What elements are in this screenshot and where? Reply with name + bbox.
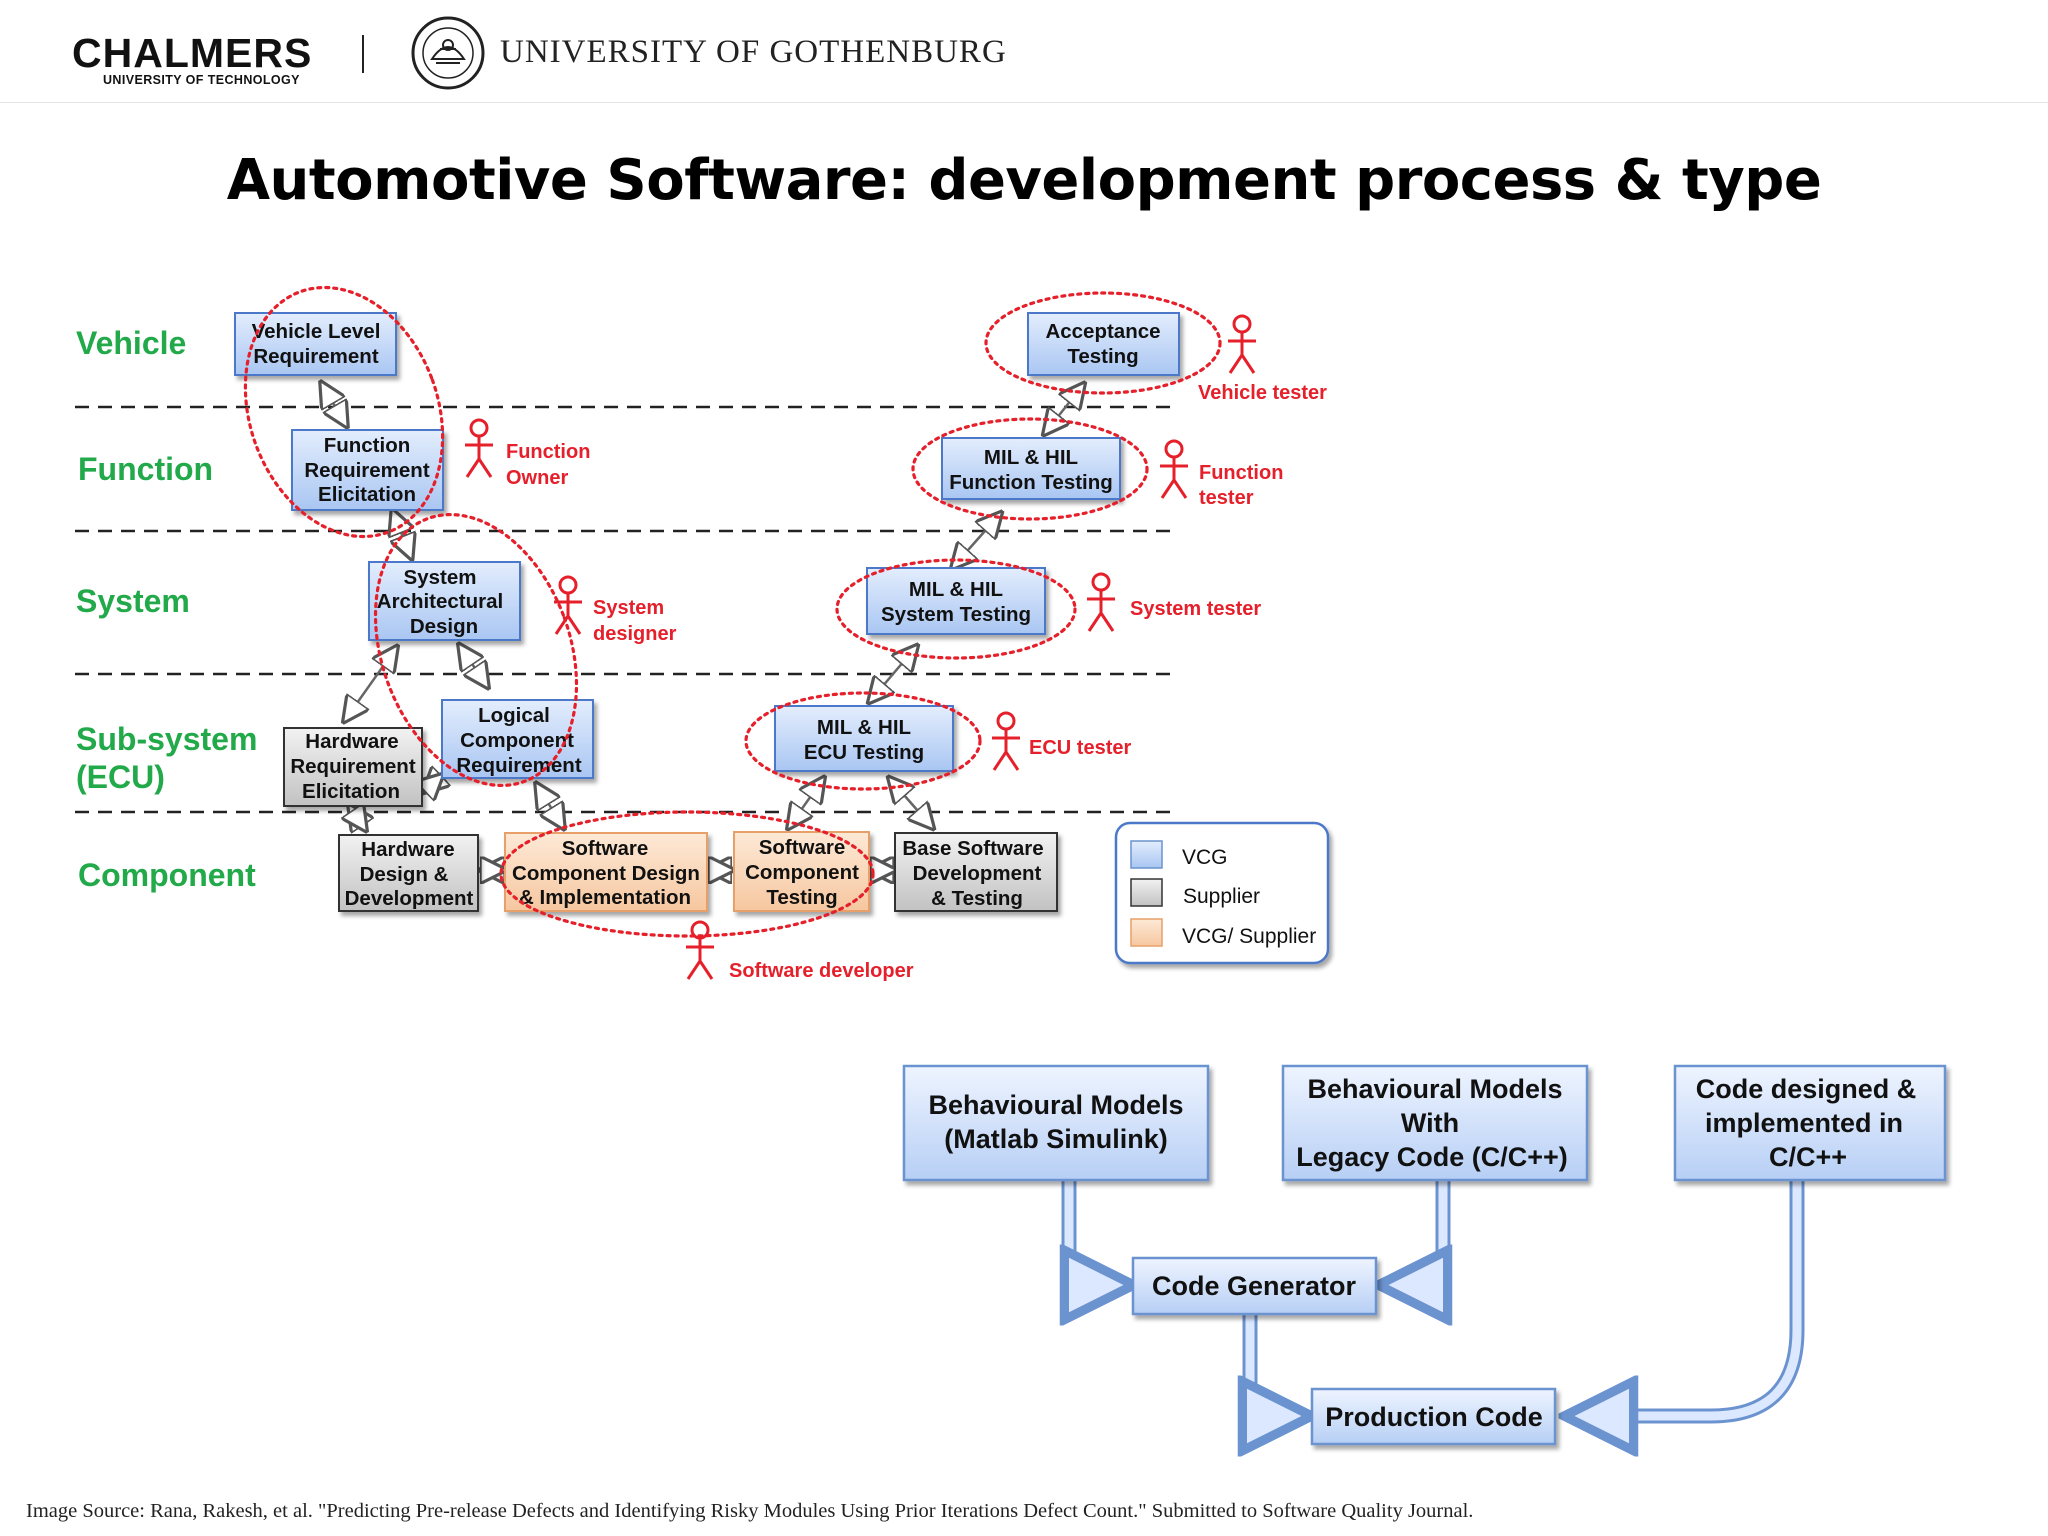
- ellipse-ecu-tester: [744, 691, 982, 791]
- connector-arrow: [425, 776, 441, 791]
- connector-arrow: [393, 512, 411, 557]
- flow-box-code-generator: Code Generator: [1131, 1256, 1378, 1316]
- person-icon: [686, 920, 714, 980]
- connector-arrow: [350, 807, 365, 829]
- svg-text:Code designed &implemented in: Code designed &implemented inC/C++: [1696, 1074, 1917, 1172]
- gothenburg-logo: UNIVERSITY OF GOTHENBURG: [500, 34, 1007, 70]
- svg-text:Production Code: Production Code: [1325, 1402, 1543, 1432]
- level-label-subsystem: Sub-system(ECU): [76, 721, 257, 795]
- connector-arrow: [953, 514, 1000, 567]
- chalmers-logo-subtitle: UNIVERSITY OF TECHNOLOGY: [103, 73, 300, 87]
- level-label-component: Component: [78, 857, 256, 893]
- level-label-vehicle: Vehicle: [76, 325, 186, 361]
- legend-swatch-vcg: [1130, 840, 1163, 869]
- svg-text:Code Generator: Code Generator: [1152, 1271, 1357, 1301]
- flow-box-behavioural-models-simulink: Behavioural Models(Matlab Simulink): [902, 1064, 1210, 1182]
- v-model-connectors: [322, 384, 1083, 870]
- connector-arrow: [870, 647, 916, 701]
- connector-arrow: [345, 648, 396, 720]
- person-icon: [554, 575, 582, 635]
- legend-swatch-vcg-supplier: [1130, 918, 1163, 947]
- flow-box-production-code: Production Code: [1310, 1387, 1557, 1446]
- ellipse-software-developer: [499, 810, 875, 938]
- ellipse-function-tester: [911, 417, 1149, 521]
- connector-arrow: [890, 779, 932, 827]
- ellipse-system-designer: [373, 512, 579, 788]
- legend: VCG Supplier VCG/ Supplier: [1114, 821, 1330, 965]
- legend-label-vcg: VCG: [1182, 846, 1228, 869]
- ellipse-vehicle-tester: [984, 291, 1222, 395]
- person-icon: [1087, 572, 1115, 632]
- image-source-caption: Image Source: Rana, Rakesh, et al. "Pred…: [26, 1500, 1474, 1522]
- flow-arrow: [1069, 1181, 1128, 1285]
- level-label-function: Function: [78, 451, 213, 487]
- legend-label-vcg-supplier: VCG/ Supplier: [1182, 925, 1316, 948]
- role-ellipses: [243, 285, 1222, 938]
- legend-label-supplier: Supplier: [1183, 885, 1260, 908]
- role-label-vehicle-tester: Vehicle tester: [1198, 382, 1327, 404]
- legend-frame: [1114, 821, 1330, 965]
- person-icon: [1228, 314, 1256, 374]
- gothenburg-seal-icon: [411, 16, 485, 90]
- logo-divider: [362, 35, 364, 73]
- flow-arrow: [1250, 1314, 1306, 1416]
- person-icon: [992, 711, 1020, 771]
- person-icon: [465, 418, 493, 478]
- role-label-software-developer: Software developer: [729, 960, 914, 982]
- connector-arrow: [460, 646, 487, 686]
- connector-arrow: [537, 785, 563, 827]
- flow-arrow: [1384, 1181, 1443, 1285]
- legend-swatch-supplier: [1130, 878, 1163, 907]
- svg-text:Behavioural Models(Matlab Simu: Behavioural Models(Matlab Simulink): [928, 1090, 1183, 1154]
- ellipse-system-tester: [835, 558, 1077, 660]
- connector-arrow: [789, 779, 823, 827]
- level-label-system: System: [76, 583, 190, 619]
- page-title: Automotive Software: development process…: [226, 148, 1822, 213]
- connector-arrow: [322, 384, 346, 425]
- role-figures: [465, 314, 1256, 980]
- role-label-system-tester: System tester: [1130, 598, 1261, 620]
- chalmers-logo: CHALMERS: [72, 30, 313, 76]
- flow-arrow: [1570, 1181, 1805, 1416]
- page-header: CHALMERS UNIVERSITY OF TECHNOLOGY UNIVER…: [0, 0, 2048, 103]
- person-icon: [1160, 439, 1188, 499]
- ellipse-function-owner: [243, 285, 445, 539]
- flow-arrows: [1069, 1181, 1805, 1416]
- role-label-ecu-tester: ECU tester: [1029, 737, 1131, 759]
